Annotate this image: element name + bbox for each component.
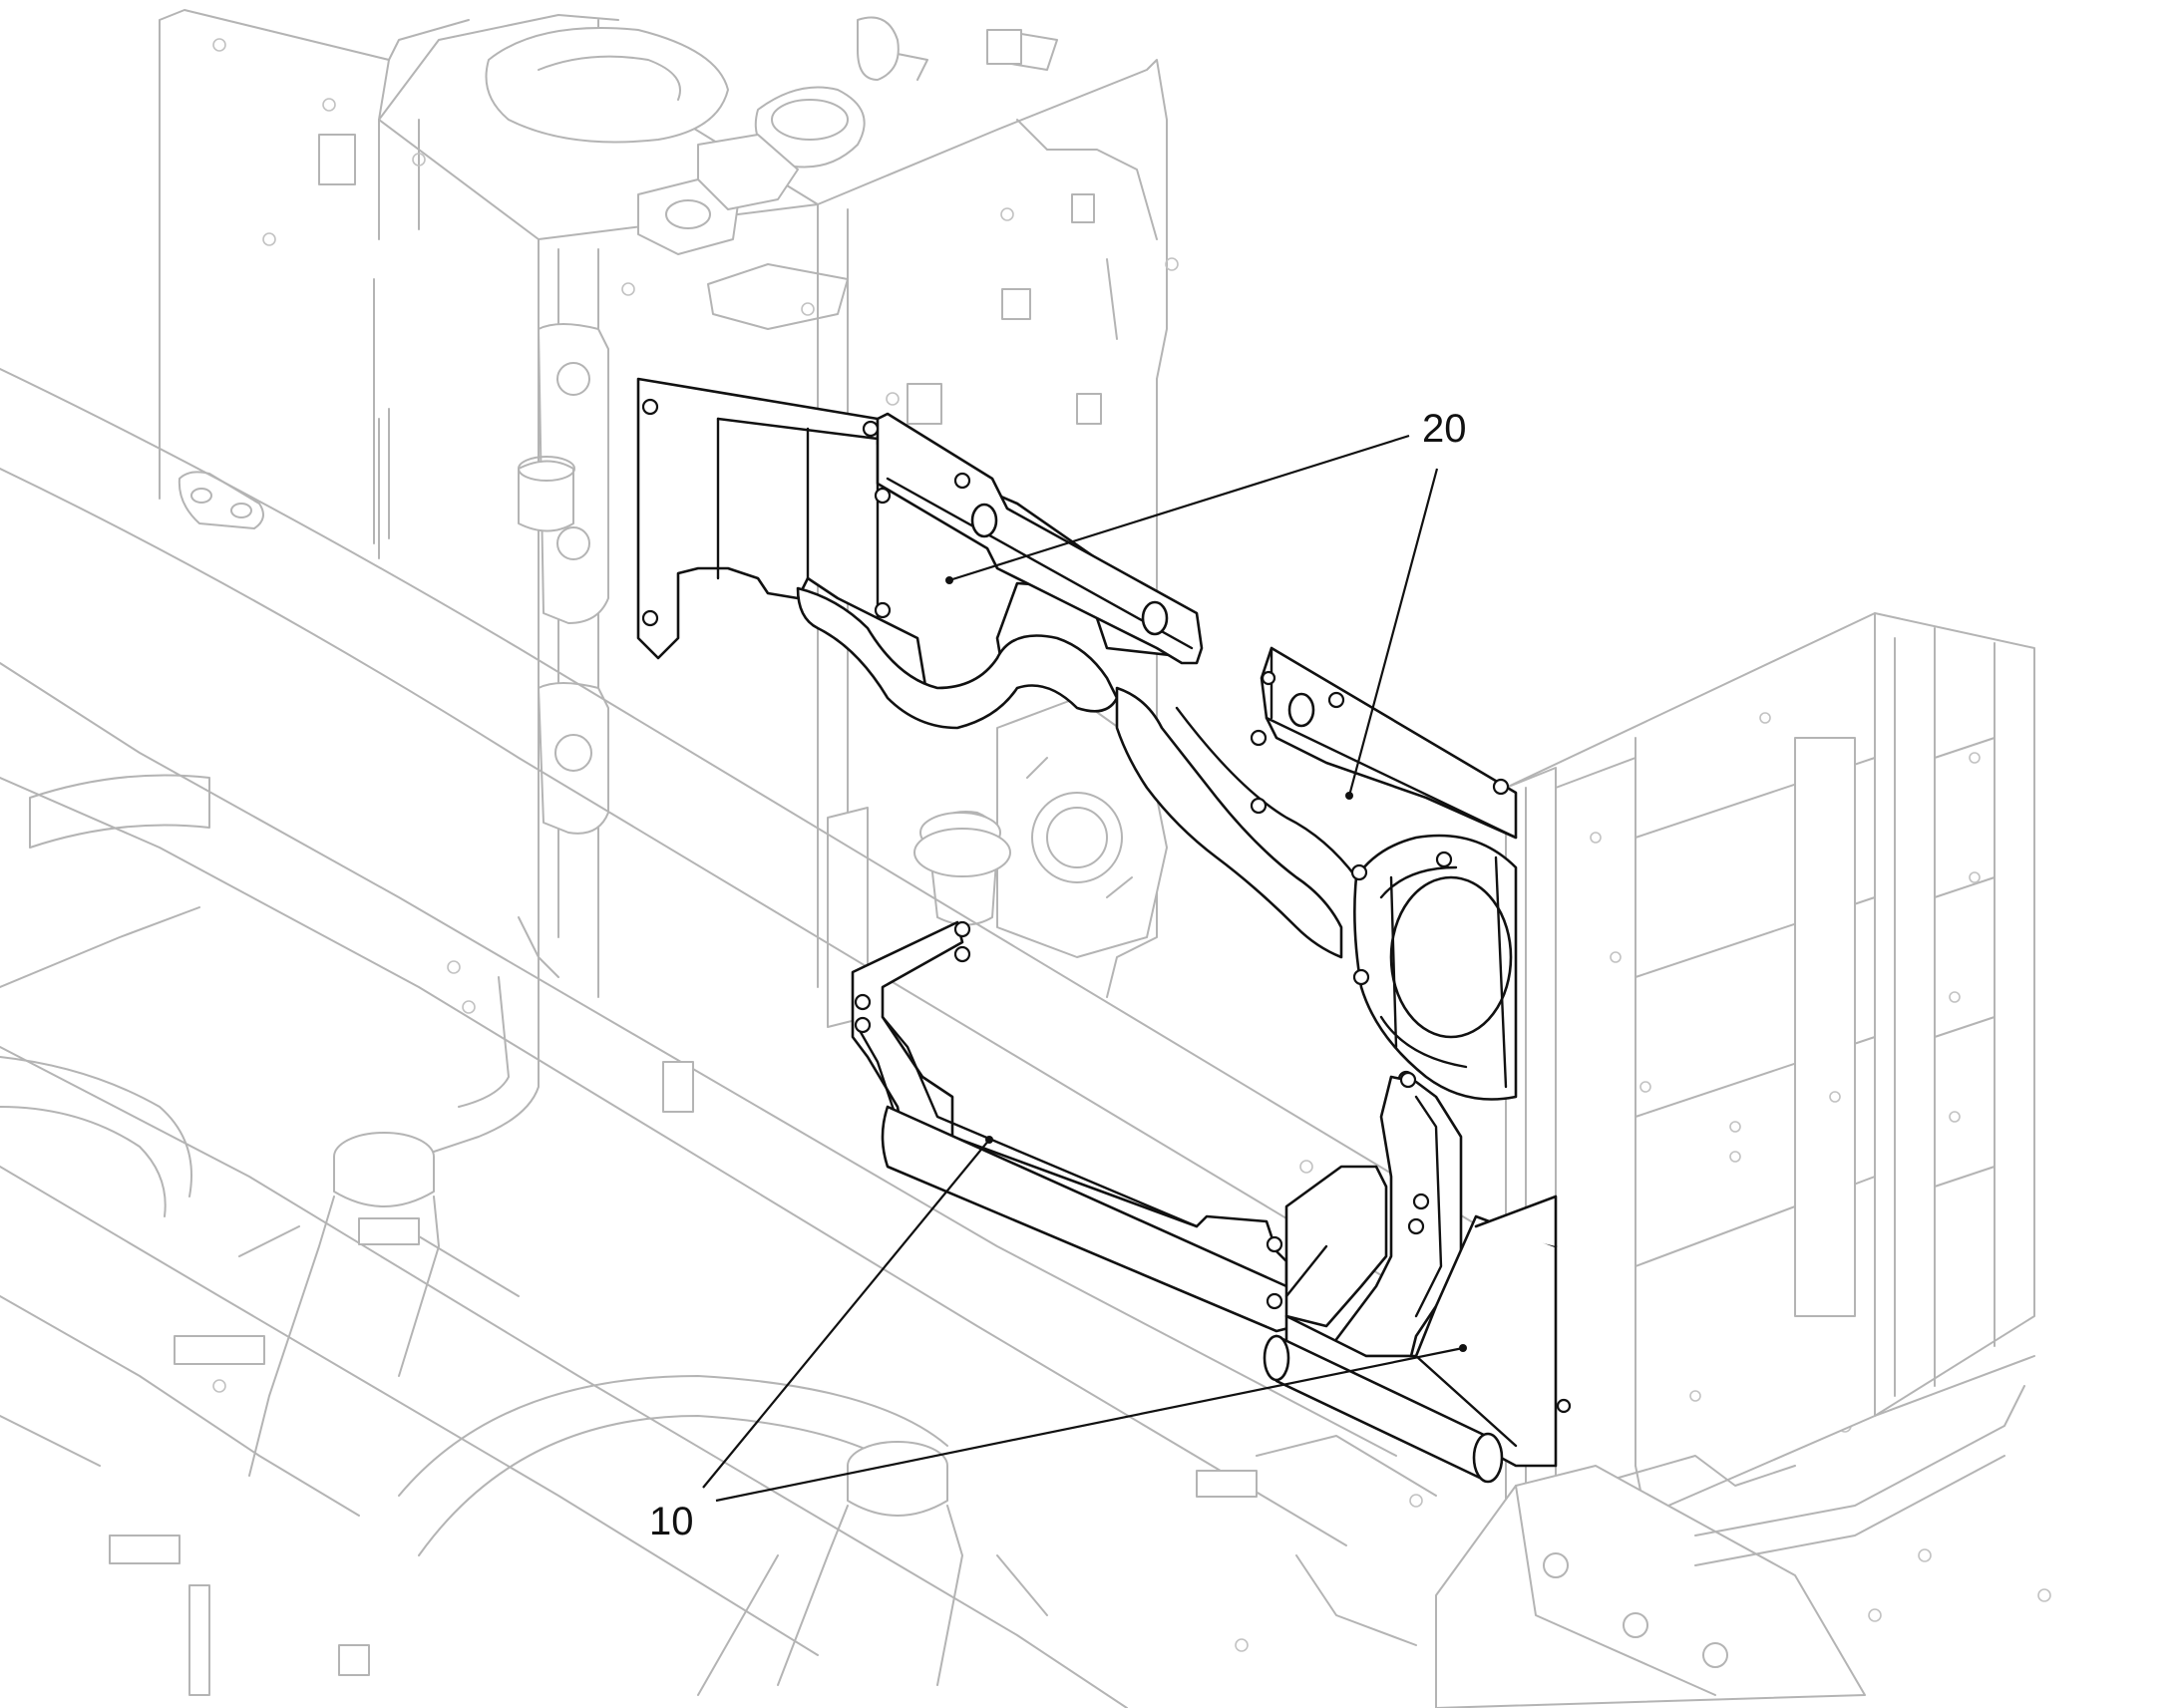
lower-box-skirt bbox=[1284, 1165, 1388, 1328]
callout-label-20: 20 bbox=[1422, 407, 1467, 451]
part-20-upper-shields bbox=[636, 377, 1518, 1101]
leader-20-left-dot bbox=[945, 576, 953, 584]
leader-10-right bbox=[715, 1346, 1464, 1503]
upper-hose bbox=[796, 586, 1119, 730]
leader-10-right-dot bbox=[1459, 1344, 1467, 1352]
leader-10-left bbox=[702, 1139, 990, 1489]
leader-20-left bbox=[948, 434, 1410, 582]
upper-right-shield bbox=[1260, 646, 1518, 840]
upper-long-hose bbox=[1115, 686, 1343, 959]
leader-20-right-dot bbox=[1345, 792, 1353, 800]
background-frame bbox=[0, 9, 2051, 1708]
upper-left-shield bbox=[636, 377, 1199, 720]
leader-10-left-dot bbox=[985, 1136, 993, 1144]
part-10-bolts bbox=[854, 920, 1572, 1414]
leader-20-right bbox=[1347, 468, 1439, 797]
callout-20: 20 bbox=[945, 407, 1467, 800]
callout-10: 10 bbox=[649, 1136, 1467, 1543]
part-10-lower-shields bbox=[851, 920, 1572, 1484]
callout-label-10: 10 bbox=[649, 1500, 694, 1543]
